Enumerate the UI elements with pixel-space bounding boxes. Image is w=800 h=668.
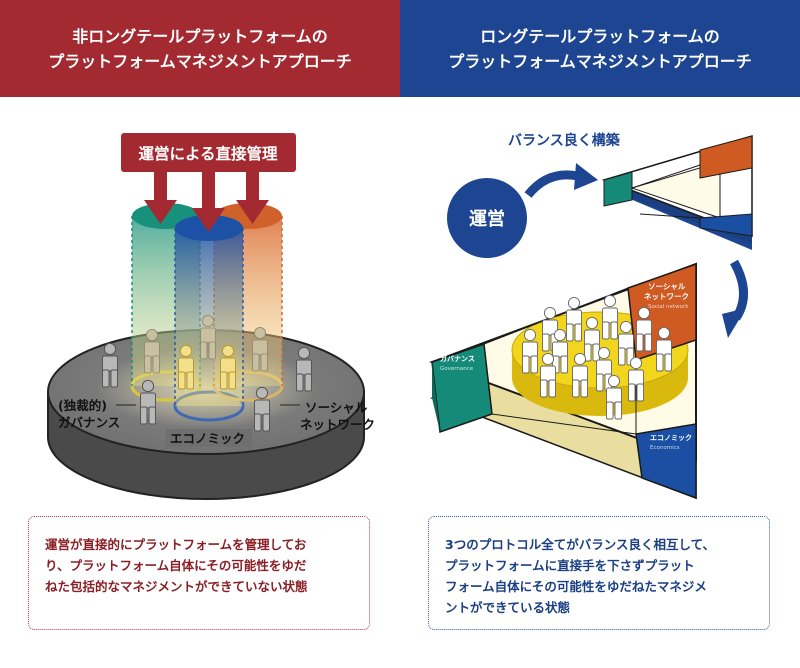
right-header-line1: ロングテールプラットフォームの (480, 26, 720, 46)
left-note-line2: り、プラットフォーム自体にその可能性をゆだ (45, 558, 307, 573)
label-economic: エコノミック (170, 431, 245, 446)
balance-text: バランス良く構築 (508, 132, 621, 149)
label-governance-1: (独裁的) (58, 398, 107, 413)
right-header: ロングテールプラットフォームの プラットフォームマネジメントアプローチ (400, 0, 800, 97)
operator-label: 運営 (469, 208, 505, 230)
direct-control-banner-text: 運営による直接管理 (138, 144, 278, 163)
direct-control-banner (121, 133, 296, 172)
tri-social-1: ソーシャル (648, 282, 686, 291)
diagram-canvas: 運営による直接管理 (独裁的) ガバナンス エコノミック ソーシャル ネットワー… (47, 132, 753, 500)
left-diagram: 運営による直接管理 (独裁的) ガバナンス エコノミック ソーシャル ネットワー… (47, 133, 375, 500)
left-header: 非ロングテールプラットフォームの プラットフォームマネジメントアプローチ (0, 0, 400, 97)
tri-economic: エコノミック (650, 433, 692, 442)
left-note-line1: 運営が直接的にプラットフォームを管理してお (45, 537, 307, 552)
left-note-line3: ねた包括的なマネジメントができていない状態 (45, 579, 308, 594)
label-social-1: ソーシャル (305, 400, 368, 415)
tri-governance-en: Governance (440, 366, 474, 372)
right-note-line3: フォーム自体にその可能性をゆだねたマネジメ (445, 579, 707, 594)
control-arrows (144, 170, 269, 232)
right-note-line2: プラットフォームに直接手を下さずプラット (445, 558, 695, 573)
tri-social-en: Social network (648, 304, 689, 310)
left-note: 運営が直接的にプラットフォームを管理してお り、プラットフォーム自体にその可能性… (28, 516, 370, 630)
small-triangle (601, 134, 753, 250)
curved-arrow-1 (524, 170, 579, 198)
tri-social-2: ネットワーク (644, 291, 689, 301)
tri-economic-en: Economics (650, 445, 680, 451)
right-note-line1: 3つのプロトコル全てがバランス良く相互して、 (445, 537, 715, 552)
operator-circle (447, 178, 527, 258)
right-note: 3つのプロトコル全てがバランス良く相互して、 プラットフォームに直接手を下さずプ… (428, 516, 770, 630)
right-diagram: バランス良く構築 運営 (429, 132, 753, 500)
left-header-line2: プラットフォームマネジメントアプローチ (48, 51, 352, 71)
tri-governance: ガバナンス (440, 354, 475, 363)
label-governance-2: ガバナンス (58, 415, 120, 430)
right-header-line2: プラットフォームマネジメントアプローチ (448, 51, 752, 71)
label-social-2: ネットワーク (300, 417, 375, 432)
left-header-line1: 非ロングテールプラットフォームの (72, 26, 328, 46)
economic-block (635, 423, 697, 500)
right-note-line4: ントができている状態 (445, 600, 571, 615)
